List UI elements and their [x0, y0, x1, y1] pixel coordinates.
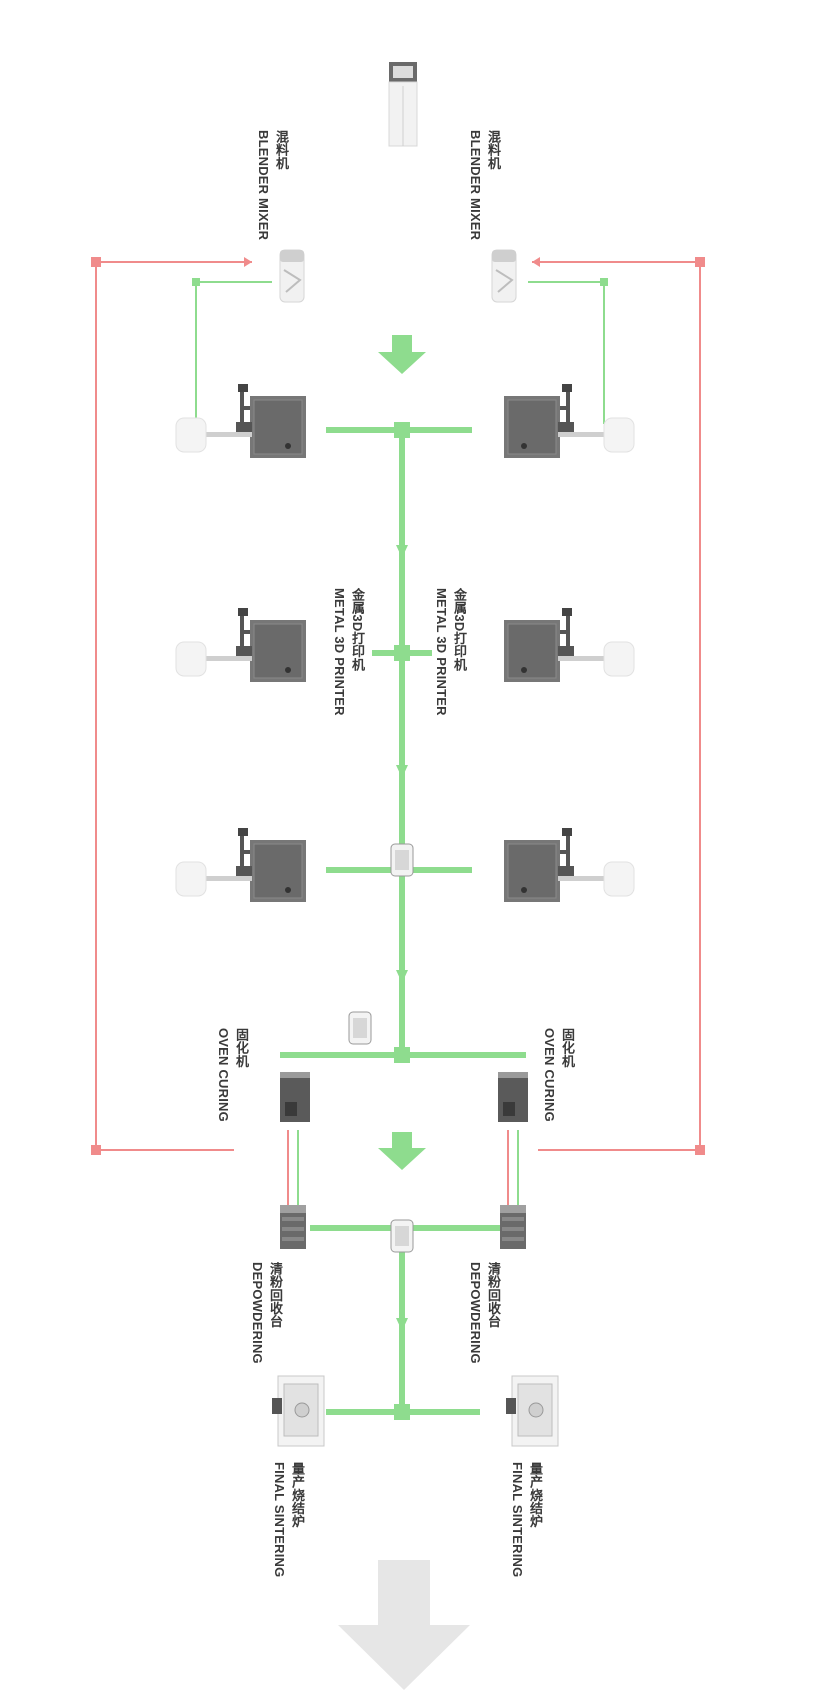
label-en: DEPOWDERING — [250, 1262, 265, 1364]
return-loop-right — [532, 261, 701, 1151]
depowder-right-label: 清粉回收台 DEPOWDERING — [466, 1262, 502, 1364]
final-output-arrow-icon — [338, 1560, 470, 1690]
agv-robot-icon — [390, 843, 414, 877]
label-en: FINAL SINTERING — [510, 1462, 525, 1578]
metal-3d-printer-icon — [174, 826, 308, 904]
label-en: OVEN CURING — [542, 1028, 557, 1122]
flow-arrow-icon — [378, 335, 426, 374]
label-cn: 混料机 — [274, 130, 289, 170]
label-cn: 混料机 — [486, 130, 501, 170]
loop-node-icon — [91, 257, 101, 267]
agv-robot-icon — [390, 1219, 414, 1253]
oven-curing-icon — [498, 1072, 528, 1122]
label-en: FINAL SINTERING — [272, 1462, 287, 1578]
label-cn: 量产烧结炉 — [528, 1462, 543, 1528]
oven-right-label: 固化机 OVEN CURING — [540, 1028, 576, 1122]
label-en: OVEN CURING — [216, 1028, 231, 1122]
sinter-right-label: 量产烧结炉 FINAL SINTERING — [508, 1462, 544, 1577]
label-en: METAL 3D PRINTER — [332, 588, 347, 716]
powder-feeder-icon — [388, 62, 418, 147]
label-en: DEPOWDERING — [468, 1262, 483, 1364]
metal-3d-printer-icon — [502, 826, 636, 904]
metal-3d-printer-icon — [502, 606, 636, 684]
printer-right-label: 金属3D打印机 METAL 3D PRINTER — [432, 588, 468, 716]
label-cn: 固化机 — [234, 1028, 249, 1068]
label-cn: 清粉回收台 — [486, 1262, 501, 1328]
label-cn: 清粉回收台 — [268, 1262, 283, 1328]
agv-robot-icon — [348, 1011, 372, 1045]
loop-node-icon — [695, 257, 705, 267]
label-cn: 固化机 — [560, 1028, 575, 1068]
sintering-furnace-icon — [505, 1375, 559, 1447]
printer-left-label: 金属3D打印机 METAL 3D PRINTER — [330, 588, 366, 716]
label-en: BLENDER MIXER — [468, 130, 483, 241]
metal-3d-printer-icon — [502, 382, 636, 460]
depowdering-station-icon — [500, 1205, 526, 1249]
depowdering-station-icon — [280, 1205, 306, 1249]
blender-mixer-icon — [491, 249, 517, 303]
metal-3d-printer-icon — [174, 606, 308, 684]
label-en: METAL 3D PRINTER — [434, 588, 449, 716]
return-loop-left — [95, 261, 252, 1151]
label-cn: 金属3D打印机 — [452, 588, 467, 672]
blender-left-label: 混料机 BLENDER MIXER — [254, 130, 290, 240]
loop-node-icon — [91, 1145, 101, 1155]
oven-curing-icon — [280, 1072, 310, 1122]
flow-arrow-icon — [378, 1132, 426, 1170]
oven-left-label: 固化机 OVEN CURING — [214, 1028, 250, 1122]
sintering-furnace-icon — [271, 1375, 325, 1447]
blender-mixer-icon — [279, 249, 305, 303]
loop-node-icon — [695, 1145, 705, 1155]
blender-right-label: 混料机 BLENDER MIXER — [466, 130, 502, 240]
label-en: BLENDER MIXER — [256, 130, 271, 241]
label-cn: 金属3D打印机 — [350, 588, 365, 672]
label-cn: 量产烧结炉 — [290, 1462, 305, 1528]
depowder-left-label: 清粉回收台 DEPOWDERING — [248, 1262, 284, 1364]
sinter-left-label: 量产烧结炉 FINAL SINTERING — [270, 1462, 306, 1577]
